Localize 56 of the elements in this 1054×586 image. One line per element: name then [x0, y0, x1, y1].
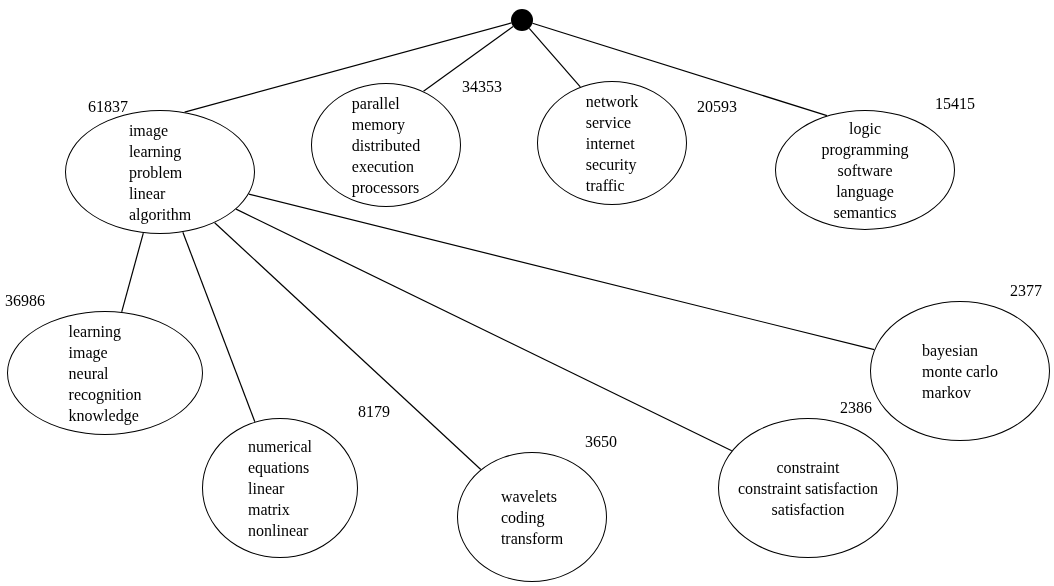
topic-term: bayesian [922, 340, 978, 361]
topic-term: linear [248, 478, 285, 499]
topic-term: parallel [351, 93, 400, 114]
topic-term: network [585, 91, 639, 112]
topic-term: image [128, 120, 168, 141]
document-count: 3650 [585, 433, 617, 451]
document-count: 15415 [935, 95, 975, 113]
topic-term: distributed [351, 135, 421, 156]
topic-term: logic [849, 118, 881, 139]
topic-term: equations [248, 457, 310, 478]
connector-line [248, 193, 875, 351]
topic-term: image [68, 342, 108, 363]
connector-line [121, 232, 144, 313]
topic-term: knowledge [68, 405, 139, 426]
document-count: 2386 [840, 399, 872, 417]
document-count: 34353 [462, 78, 502, 96]
topic-term: memory [351, 114, 406, 135]
topic-term: transform [500, 528, 564, 549]
topic-term: traffic [585, 175, 625, 196]
topic-term: satisfaction [771, 499, 845, 520]
connector-line [528, 27, 581, 88]
connector-line [184, 22, 512, 113]
topic-term: neural [68, 363, 109, 384]
topic-term: recognition [68, 384, 142, 405]
topic-term: processors [351, 177, 420, 198]
topic-term: semantics [833, 202, 897, 223]
document-count: 20593 [697, 98, 737, 116]
document-count: 36986 [5, 292, 45, 310]
topic-term: internet [585, 133, 635, 154]
topic-term: programming [821, 139, 909, 160]
topic-term: matrix [248, 499, 290, 520]
topic-term: wavelets [500, 486, 557, 507]
topic-term: monte carlo [922, 361, 998, 382]
topic-term: language [836, 181, 894, 202]
topic-term: coding [500, 507, 545, 528]
topic-term: constraint satisfaction [738, 478, 878, 499]
connector-line [214, 222, 482, 471]
document-count: 2377 [1010, 282, 1042, 300]
topic-term: markov [922, 382, 971, 403]
topic-term: software [837, 160, 893, 181]
topic-term: problem [128, 162, 183, 183]
topic-term: learning [128, 141, 182, 162]
topic-term: execution [351, 156, 414, 177]
document-count: 61837 [88, 98, 128, 116]
topic-term: algorithm [128, 204, 192, 225]
topic-term: learning [68, 321, 121, 342]
document-count: 8179 [358, 403, 390, 421]
topic-term: constraint [776, 457, 840, 478]
topic-term: numerical [248, 436, 312, 457]
root-dot [511, 9, 533, 31]
connector-line [422, 25, 514, 92]
topic-term: security [585, 154, 637, 175]
topic-term: linear [128, 183, 166, 204]
topic-term: service [585, 112, 632, 133]
connector-line [531, 22, 828, 117]
topic-term: nonlinear [248, 520, 309, 541]
